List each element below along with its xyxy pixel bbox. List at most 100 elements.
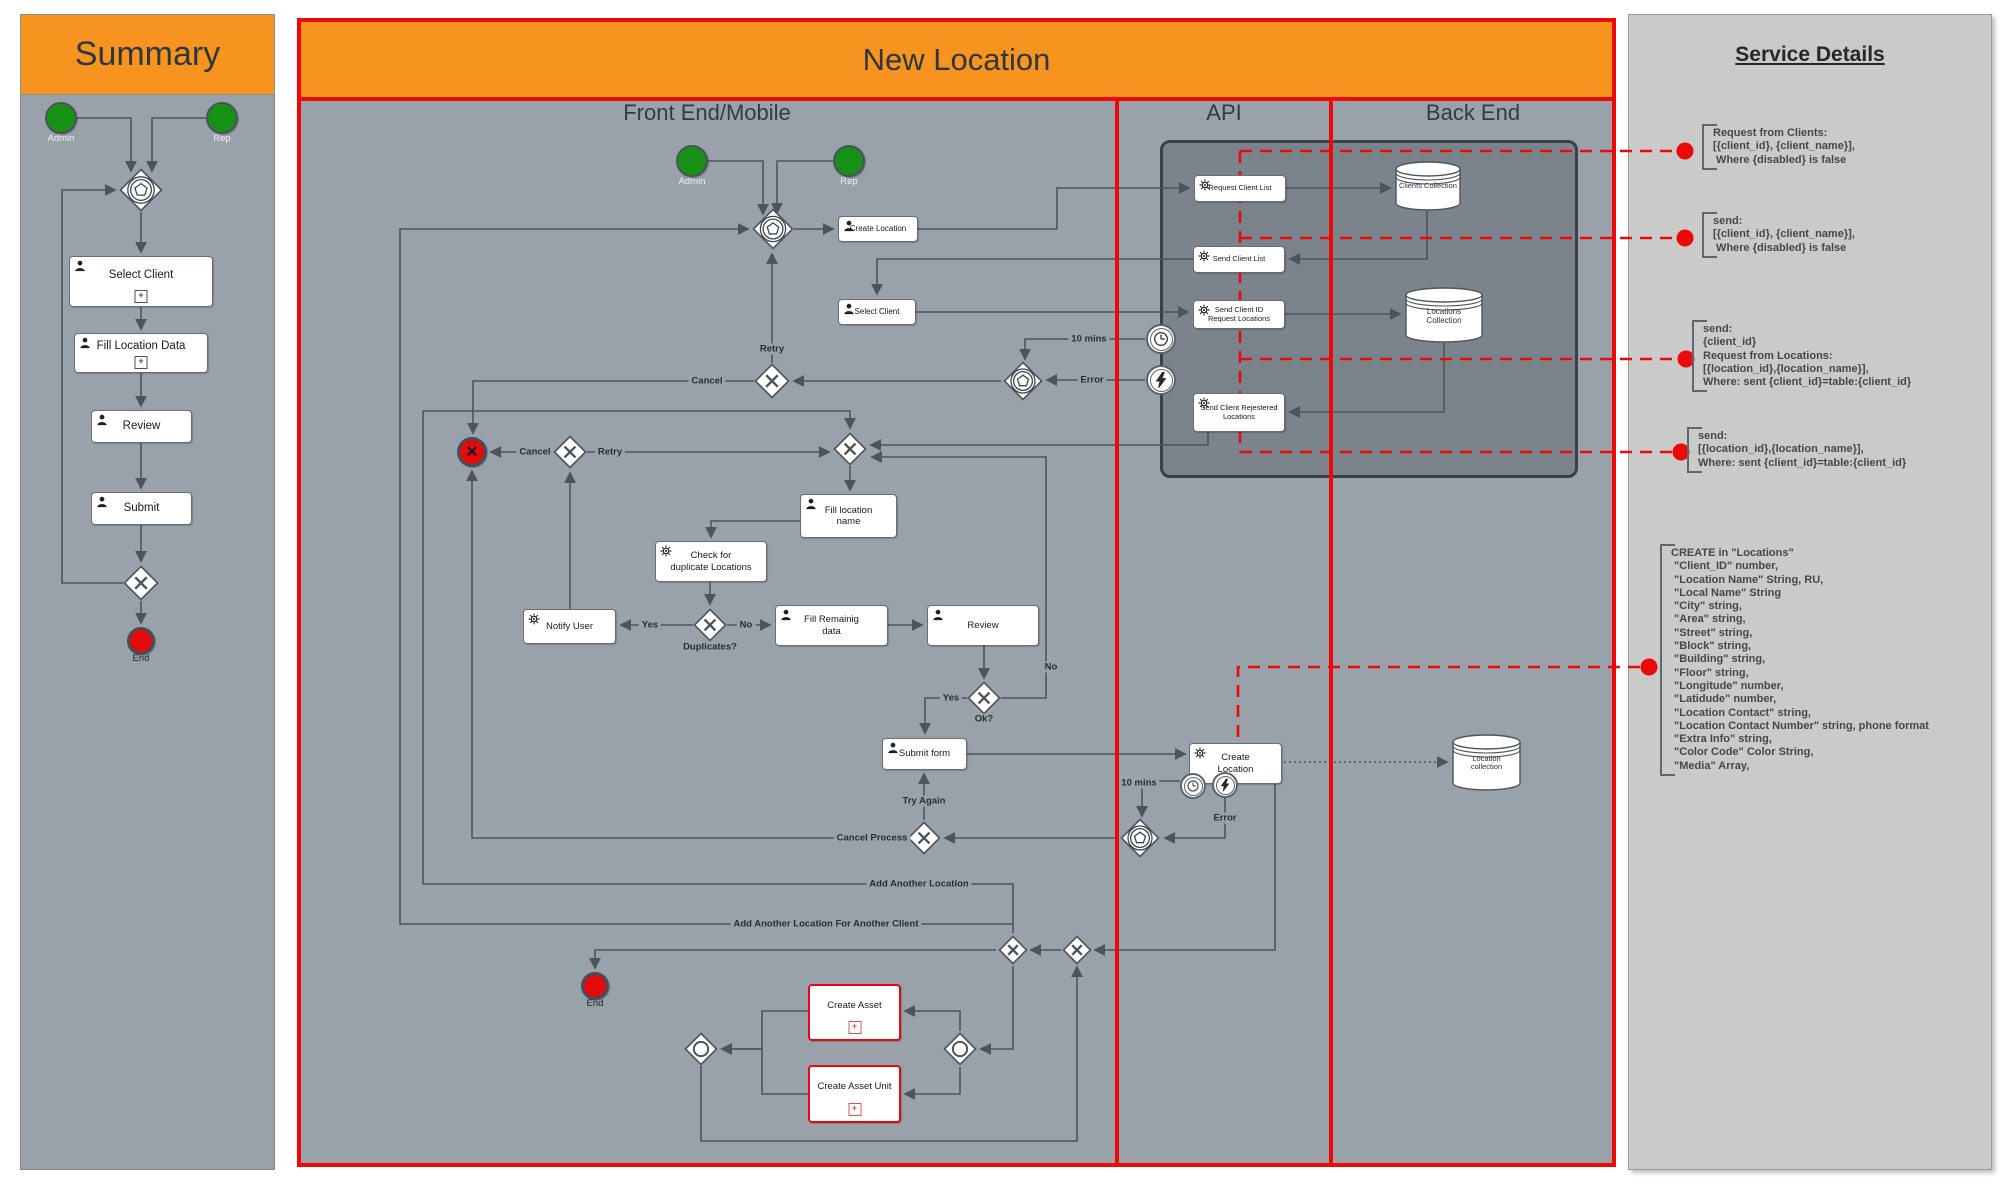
subprocess-plus-icon: + (848, 1103, 861, 1116)
edge-label-11: Ok? (971, 713, 997, 725)
new-location-title: New Location (301, 22, 1612, 101)
s-loop-back (61, 184, 123, 584)
m-rep-to-gateway (771, 160, 833, 215)
user-icon (95, 495, 109, 509)
summary-start-admin: Admin (45, 102, 77, 144)
m-admin-to-gateway (708, 160, 769, 216)
summary-merge-gateway (123, 565, 159, 601)
user-icon (73, 259, 87, 273)
service-note-text: Request from Clients: [{client_id}, {cli… (1713, 127, 1855, 166)
user-icon (842, 219, 856, 233)
summary-start-rep: Rep (206, 102, 238, 144)
rejestered-to-merge-fill (869, 432, 1209, 451)
inclusive-circle-icon (692, 1040, 710, 1058)
gear-icon (1199, 179, 1211, 191)
edge-label-12: 10 mins (1118, 777, 1160, 789)
clients-db-to-send-list (1288, 211, 1428, 265)
service-details-title: Service Details (1735, 43, 1885, 66)
note-bracket (1660, 544, 1675, 777)
edge-label-17: Add Another Location For Another Client (730, 918, 922, 930)
boundary-error-1 (1146, 365, 1176, 395)
gateway-cancel-retry (553, 435, 587, 469)
edge-label-4: 10 mins (1068, 333, 1110, 345)
red-link-note-5-dot (1640, 658, 1658, 676)
service-details-panel: Service Details (1628, 14, 1992, 1170)
x-marker-icon (563, 445, 577, 459)
edge-label-7: No (736, 619, 756, 631)
task-select-client: Select Client (838, 299, 916, 325)
edge-label-16: Add Another Location (866, 878, 972, 890)
edge-label-1: Cancel (688, 375, 726, 387)
service-note-text: send: [{client_id}, {client_name}], Wher… (1713, 215, 1855, 254)
svc-request-client-list: Request Client List (1194, 175, 1286, 202)
add-another-location (422, 410, 1014, 933)
service-note-text: send: {client_id} Request from Locations… (1703, 323, 1912, 389)
edge-label-15: Cancel Process (833, 832, 911, 844)
edge-label-6: Yes (638, 619, 662, 631)
summary-task-fill-location-data-label: Fill Location Data (96, 340, 186, 353)
error-bolt-icon (1156, 372, 1166, 388)
edge-label-9: Yes (939, 692, 963, 704)
gateway-merge-fill (833, 432, 867, 466)
main-end: End (581, 972, 609, 1009)
gear-icon (528, 613, 540, 625)
svc-notify-user-label: Notify User (546, 620, 593, 632)
user-icon (779, 608, 793, 622)
main-start-rep: Rep (833, 145, 865, 187)
user-icon (781, 609, 791, 621)
boundary-timer-2 (1180, 773, 1206, 799)
edge-label-8: Duplicates? (680, 641, 740, 653)
service-note-5: CREATE in "Locations" "Client_ID" number… (1660, 544, 1929, 777)
user-icon (844, 303, 854, 315)
subprocess-plus-icon: + (848, 1021, 861, 1034)
gear-icon (1193, 746, 1207, 760)
x-marker-icon (977, 691, 991, 705)
service-note-4: send: [{location_id},{location_name}], W… (1687, 427, 1906, 473)
main-end-label: End (586, 998, 604, 1009)
cancel-process-to-end (466, 469, 906, 839)
create-location-to-merge2 (1093, 784, 1276, 956)
event-gateway-2 (1003, 361, 1043, 401)
error-bolt-icon (1221, 778, 1229, 792)
svc-send-client-list: Send Client List (1193, 246, 1285, 273)
user-icon (888, 742, 898, 754)
svc-notify-user: Notify User (523, 609, 616, 644)
sub-create-asset-unit: Create Asset Unit+ (808, 1065, 901, 1123)
svc-send-client-list-label: Send Client List (1212, 254, 1266, 264)
summary-task-fill-location-data: Fill Location Data+ (74, 333, 208, 373)
gear-icon (1198, 304, 1210, 316)
summary-start-rep-label: Rep (213, 133, 231, 144)
gear-icon (1194, 747, 1206, 759)
pentagon-icon (134, 182, 148, 196)
subprocess-plus-icon: + (134, 290, 148, 303)
create-asset-unit-to-inclusive-left (720, 1043, 808, 1095)
gateway-retry-cancel (754, 363, 790, 399)
user-icon (97, 496, 107, 508)
cancel-x-icon: × (466, 441, 478, 463)
task-create-location: Create Location (838, 216, 918, 242)
summary-end-label: End (132, 653, 150, 664)
x-marker-icon (1071, 944, 1083, 956)
merge1-to-end (589, 949, 996, 970)
pentagon-icon (1133, 831, 1147, 844)
edge-label-5: Error (1077, 374, 1107, 386)
summary-task-select-client-label: Select Client (108, 268, 174, 281)
task-create-location-label: Create Location (849, 224, 907, 234)
pentagon-icon (766, 222, 780, 235)
boundary-error-2 (1212, 772, 1238, 798)
edge-label-2: Cancel (516, 446, 554, 458)
database-cylinder-icon (1405, 287, 1483, 343)
user-icon (886, 741, 900, 755)
error2-to-event-gw3 (1163, 798, 1226, 844)
edge-label-13: Error (1210, 812, 1240, 824)
user-icon (842, 302, 856, 316)
task-review: Review (927, 605, 1039, 646)
red-link-note-2-dot (1676, 229, 1694, 247)
summary-task-select-client: Select Client + (69, 256, 213, 307)
